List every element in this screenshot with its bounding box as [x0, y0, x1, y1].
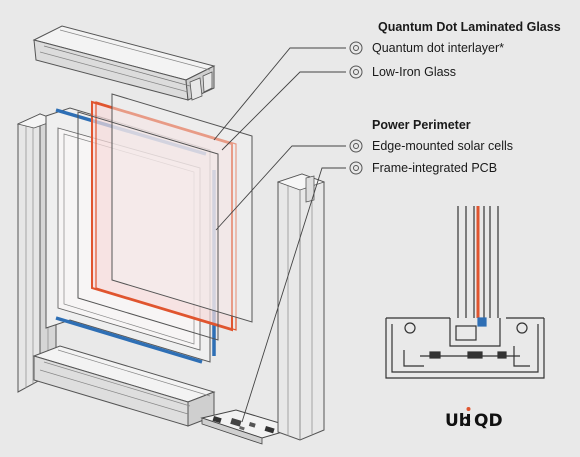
- quantum-dot-interlayer: [91, 100, 237, 332]
- ubiqd-logo: Ub QD: [445, 407, 503, 431]
- leader-lines: [213, 47, 346, 423]
- label-quantum-dot-interlayer: Quantum dot interlayer*: [372, 41, 504, 55]
- label-frame-pcb: Frame-integrated PCB: [372, 161, 497, 175]
- label-low-iron-glass: Low-Iron Glass: [372, 65, 456, 79]
- logo-text-right: QD: [474, 411, 503, 431]
- bottom-frame-profile: [32, 345, 216, 427]
- frame-integrated-pcb: [200, 409, 298, 445]
- label-edge-solar-cells: Edge-mounted solar cells: [372, 139, 513, 153]
- cross-section-inset: [385, 206, 545, 379]
- low-iron-glass: [77, 93, 253, 341]
- callout-marker-3: [349, 139, 363, 153]
- solar-cell-bottom: [55, 316, 203, 364]
- top-frame-profile: [32, 25, 216, 101]
- callout-marker-4: [349, 161, 363, 175]
- logo-text-left: Ub: [445, 411, 471, 431]
- callout-marker-2: [349, 65, 363, 79]
- section-title-power: Power Perimeter: [372, 118, 471, 132]
- right-frame-profile: [276, 173, 326, 441]
- section-title-glass: Quantum Dot Laminated Glass: [378, 20, 561, 34]
- callout-markers: [349, 41, 363, 175]
- callout-marker-1: [349, 41, 363, 55]
